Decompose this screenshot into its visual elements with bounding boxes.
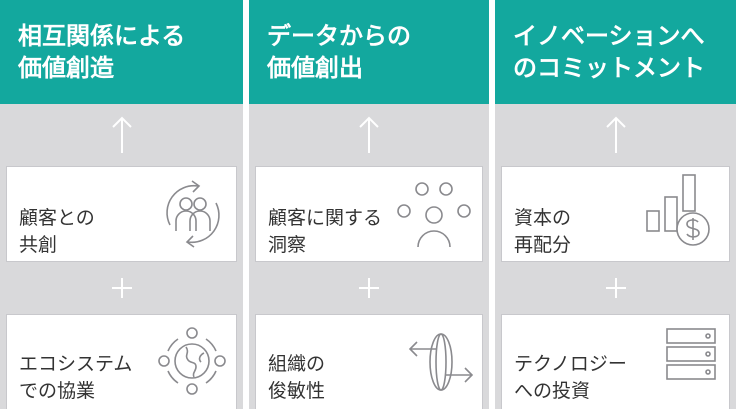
- up-arrow-icon: [359, 116, 379, 153]
- card-label: エコシステム での協業: [19, 353, 133, 403]
- plus-icon: [111, 278, 132, 299]
- pillar-card-3-bottom: テクノロジー への投資: [501, 314, 730, 409]
- customer-insight-nodes-icon: [392, 173, 478, 253]
- pillar-column-3: イノベーションへ のコミットメント 資本の 再配分: [495, 0, 736, 409]
- card-label: 顧客に関する 洞察: [268, 206, 383, 256]
- pillar-card-1-top: 顧客との 共創: [6, 165, 237, 263]
- plus-icon: [605, 278, 626, 299]
- agility-rotation-icon: [408, 325, 474, 399]
- capital-bars-coin-icon: [641, 171, 721, 253]
- card-label: 顧客との 共創: [19, 206, 95, 256]
- pillar-card-2-top: 顧客に関する 洞察: [255, 165, 483, 263]
- pillar-column-2: データからの 価値創出 顧客に関する 洞察: [249, 0, 489, 409]
- card-label: 資本の 再配分: [514, 206, 572, 256]
- pillar-card-3-top: 資本の 再配分: [501, 165, 730, 263]
- card-label: テクノロジー への投資: [514, 353, 627, 403]
- pillar-column-1: 相互関係による 価値創造 顧客との 共創: [0, 0, 243, 409]
- pillar-card-2-bottom: 組織の 俊敏性: [255, 314, 483, 409]
- technology-server-icon: [659, 325, 721, 387]
- co-creation-people-icon: [158, 177, 228, 251]
- ecosystem-globe-icon: [156, 325, 228, 399]
- up-arrow-icon: [111, 116, 132, 153]
- pillar-header-3: イノベーションへ のコミットメント: [495, 0, 736, 104]
- pillar-header-2: データからの 価値創出: [249, 0, 489, 104]
- pillar-card-1-bottom: エコシステム での協業: [6, 314, 237, 409]
- plus-icon: [359, 278, 379, 299]
- up-arrow-icon: [605, 116, 626, 153]
- card-label: 組織の 俊敏性: [268, 353, 326, 403]
- pillar-header-1: 相互関係による 価値創造: [0, 0, 243, 104]
